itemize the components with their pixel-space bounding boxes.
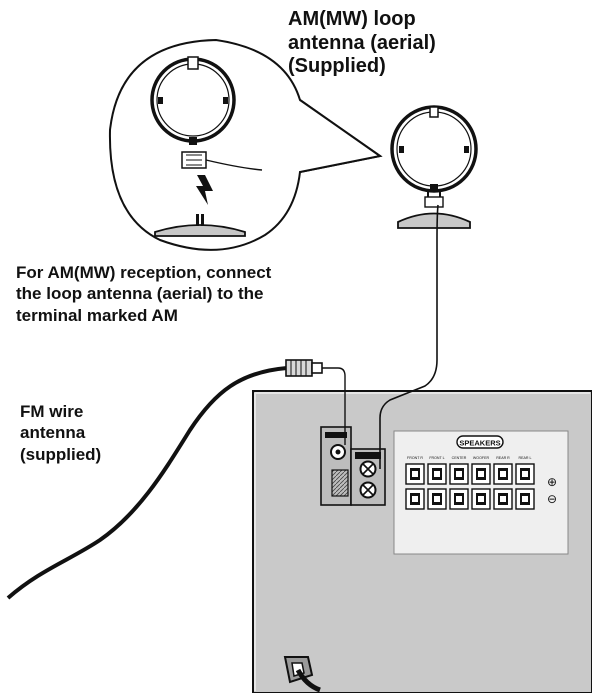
am-lead-wire [379, 204, 439, 469]
speaker-terminal-clip[interactable] [493, 488, 513, 510]
am-antenna-label-line-3: (Supplied) [288, 55, 386, 78]
am-instruction-label: For AM(MW) reception, connect the loop a… [16, 262, 376, 326]
speaker-terminal-clip[interactable] [471, 463, 491, 485]
speakers-title: SPEAKERS [459, 439, 500, 448]
speaker-terminal-clip[interactable] [515, 463, 535, 485]
am-instruction-line-1: For AM(MW) reception, connect [16, 263, 272, 282]
fm-antenna-label-line-1: FM wire [20, 402, 84, 421]
speaker-channel-label: WOOFER [473, 456, 490, 460]
speaker-terminal-clip[interactable] [493, 463, 513, 485]
fm-wire-antenna [6, 359, 346, 600]
speaker-channel-label: CENTER [452, 456, 467, 460]
speaker-terminal-clip[interactable] [471, 488, 491, 510]
speaker-terminal-clip[interactable] [449, 463, 469, 485]
fm-antenna-label-line-2: antenna [20, 423, 86, 443]
speaker-channel-labels: FRONT R FRONT L CENTER WOOFER REAR R REAR L [407, 456, 531, 460]
speaker-channel-label: FRONT L [429, 456, 444, 460]
speaker-channel-label: FRONT R [407, 456, 423, 460]
antenna-terminal-block [320, 426, 386, 506]
minus-symbol: ⊖ [547, 492, 557, 506]
am-terminal-label-plate [355, 452, 381, 459]
speaker-terminal-clip[interactable] [449, 488, 469, 510]
plus-symbol: ⊕ [547, 475, 557, 489]
am-antenna-label-line-1: AM(MW) loop [288, 8, 416, 30]
fm-lead-wire [322, 367, 346, 445]
speaker-clips [405, 463, 535, 510]
am-antenna-label-line-2: antenna (aerial) [288, 31, 436, 54]
arrow-down-icon [196, 175, 213, 205]
fm-wire [6, 366, 288, 600]
power-cord-icon [283, 656, 321, 693]
fm-terminal-label-plate [325, 432, 347, 438]
speakers-title-badge [456, 435, 504, 449]
speaker-terminal-clip[interactable] [515, 488, 535, 510]
loop-antenna-icon [390, 105, 478, 229]
speaker-terminal-clip[interactable] [427, 488, 447, 510]
am-instruction-line-3: terminal marked AM [16, 305, 178, 325]
fm-connector-icon[interactable] [285, 359, 323, 377]
loop-antenna-stand [397, 212, 471, 229]
fm-antenna-label-line-3: (supplied) [20, 444, 102, 464]
detail-callout [108, 38, 383, 251]
speaker-channel-label: REAR R [496, 456, 510, 460]
speaker-terminal-clip[interactable] [405, 463, 425, 485]
am-instruction-line-2: the loop antenna (aerial) to the [16, 284, 264, 304]
speaker-channel-label: REAR L [519, 456, 532, 460]
speaker-terminal-clip[interactable] [405, 488, 425, 510]
fm-antenna-label: FM wire antenna (supplied) [20, 401, 160, 465]
speaker-terminal-box: SPEAKERS FRONT R FRONT L CENTER WOOFER REAR … [393, 430, 569, 555]
speaker-terminal-clip[interactable] [427, 463, 447, 485]
am-antenna-label: AM(MW) loop antenna (aerial) (Supplied) [288, 8, 488, 79]
